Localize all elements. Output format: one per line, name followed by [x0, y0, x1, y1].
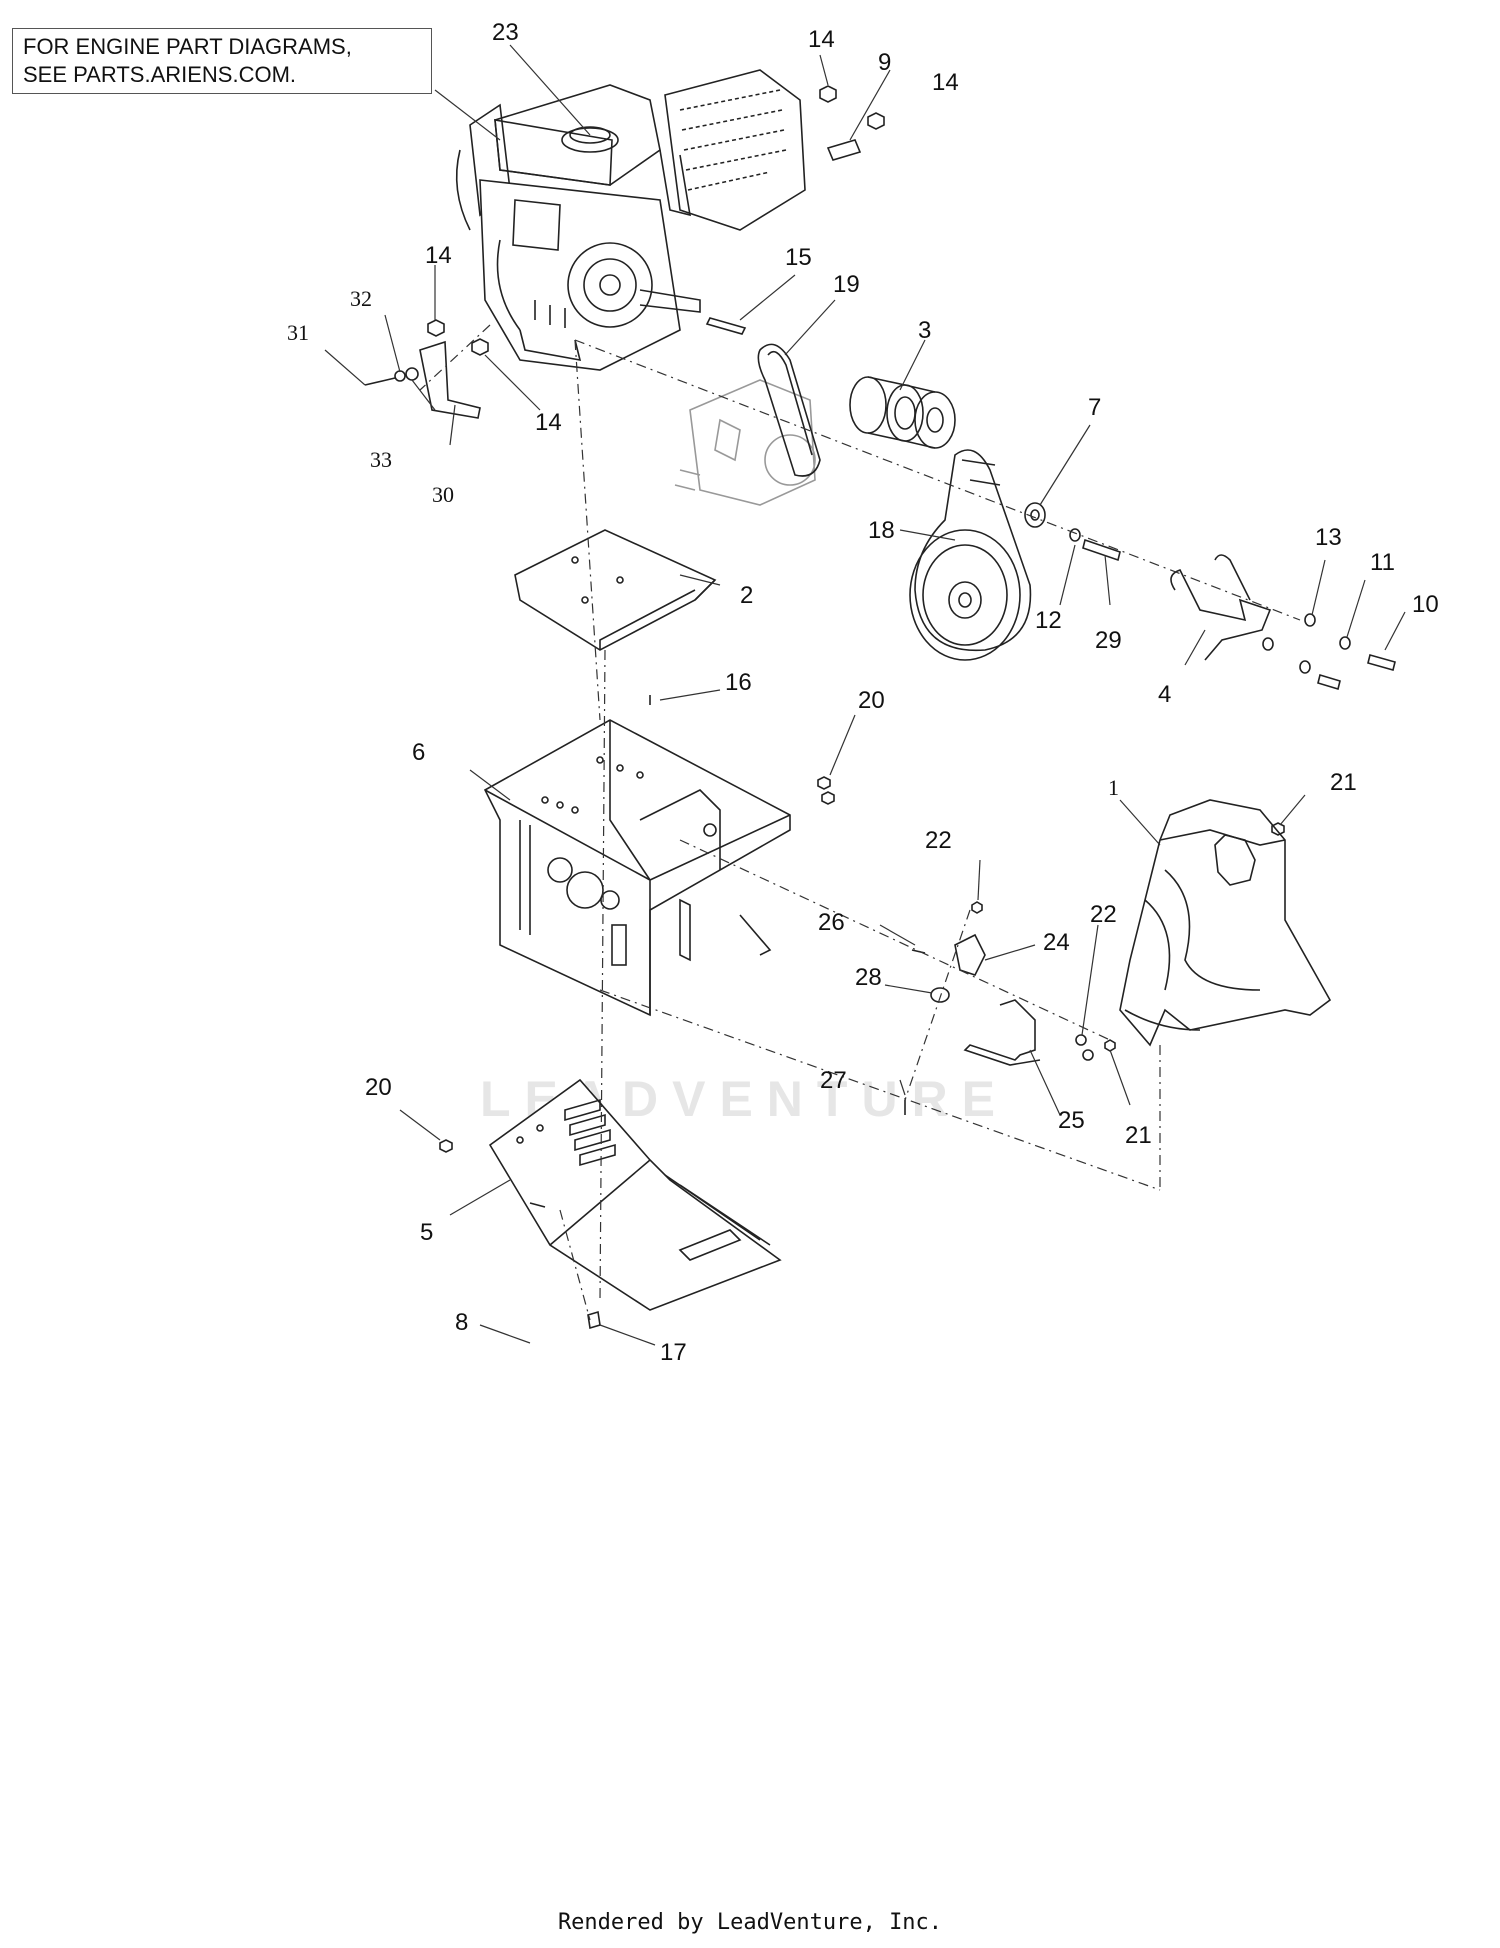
callout-22: 22 [925, 827, 952, 854]
callout-25: 25 [1058, 1107, 1085, 1134]
callout-14: 14 [425, 242, 452, 269]
alignment-lines [419, 324, 1301, 1321]
transmission-reference [674, 379, 816, 506]
washer-part [394, 370, 406, 382]
callout-12: 12 [1035, 607, 1062, 634]
bolt-part [1082, 538, 1121, 562]
callout-19: 19 [833, 271, 860, 298]
callout-26: 26 [818, 909, 845, 936]
callout-14: 14 [932, 69, 959, 96]
callout-21: 21 [1125, 1122, 1152, 1149]
nut-part [821, 791, 835, 805]
callout-17: 17 [660, 1339, 687, 1366]
callout-33: 33 [370, 447, 392, 472]
callout-18: 18 [868, 517, 895, 544]
nut-part [471, 338, 489, 356]
frame-part [483, 719, 791, 1017]
nut-part [817, 776, 831, 790]
washer-part [1304, 613, 1316, 627]
lock-washer-part [405, 367, 419, 381]
callout-16: 16 [725, 669, 752, 696]
idler-part [1024, 502, 1046, 528]
callout-20: 20 [858, 687, 885, 714]
screw-part [1271, 822, 1285, 836]
callout-7: 7 [1088, 394, 1101, 421]
belt-cover-part [1119, 799, 1332, 1047]
bracket-part [954, 933, 986, 976]
bracket-part [963, 999, 1041, 1066]
callout-2: 2 [740, 582, 753, 609]
callout-32: 32 [350, 286, 372, 311]
callout-4: 4 [1158, 681, 1171, 708]
footer-credit: Rendered by LeadVenture, Inc. [557, 1910, 943, 1935]
engine-parts-note: FOR ENGINE PART DIAGRAMS, SEE PARTS.ARIE… [12, 28, 432, 94]
callout-27: 27 [820, 1067, 847, 1094]
engine-part [455, 69, 806, 371]
bolt-part [529, 1202, 546, 1208]
nut-part [819, 85, 837, 103]
callout-14: 14 [808, 26, 835, 53]
callout-10: 10 [1412, 591, 1439, 618]
callout-24: 24 [1043, 929, 1070, 956]
callout-28: 28 [855, 964, 882, 991]
callout-22: 22 [1090, 901, 1117, 928]
bolt-part [1367, 654, 1396, 671]
callout-9: 9 [878, 49, 891, 76]
bolt-part [364, 377, 396, 386]
bracket-part [419, 340, 481, 419]
idler-bracket-part [1170, 554, 1272, 661]
belt-part [757, 343, 821, 477]
callout-8: 8 [455, 1309, 468, 1336]
callout-3: 3 [918, 317, 931, 344]
callout-31: 31 [287, 320, 309, 345]
key-part [705, 317, 747, 335]
clip-part [826, 139, 862, 161]
callout-20: 20 [365, 1074, 392, 1101]
nut-part [439, 1139, 453, 1153]
callout-13: 13 [1315, 524, 1342, 551]
callout-1: 1 [1108, 775, 1119, 800]
nut-part [1075, 1034, 1087, 1046]
nut-part [1082, 1049, 1094, 1061]
screw-part [1104, 1039, 1116, 1052]
callout-30: 30 [432, 482, 454, 507]
drive-pulley-part [909, 449, 1032, 661]
leader-lines [324, 44, 1406, 1346]
callout-6: 6 [412, 739, 425, 766]
callout-23: 23 [492, 19, 519, 46]
nut-part [427, 319, 445, 337]
washer-part [1069, 528, 1081, 542]
nut-part [1339, 636, 1351, 650]
callout-5: 5 [420, 1219, 433, 1246]
callout-labels: 23 14 9 14 14 15 19 3 32 31 14 33 30 7 1… [287, 19, 1439, 1366]
nut-part [971, 901, 983, 914]
bottom-pan-part [488, 1078, 782, 1311]
note-line-1: FOR ENGINE PART DIAGRAMS, [23, 34, 352, 59]
callout-14: 14 [535, 409, 562, 436]
nut-part [867, 112, 885, 130]
callout-21: 21 [1330, 769, 1357, 796]
callout-11: 11 [1370, 549, 1395, 576]
bushing-part [930, 987, 950, 1003]
pulley-part [849, 376, 956, 449]
callout-29: 29 [1095, 627, 1122, 654]
callout-15: 15 [785, 244, 812, 271]
note-line-2: SEE PARTS.ARIENS.COM. [23, 62, 297, 87]
